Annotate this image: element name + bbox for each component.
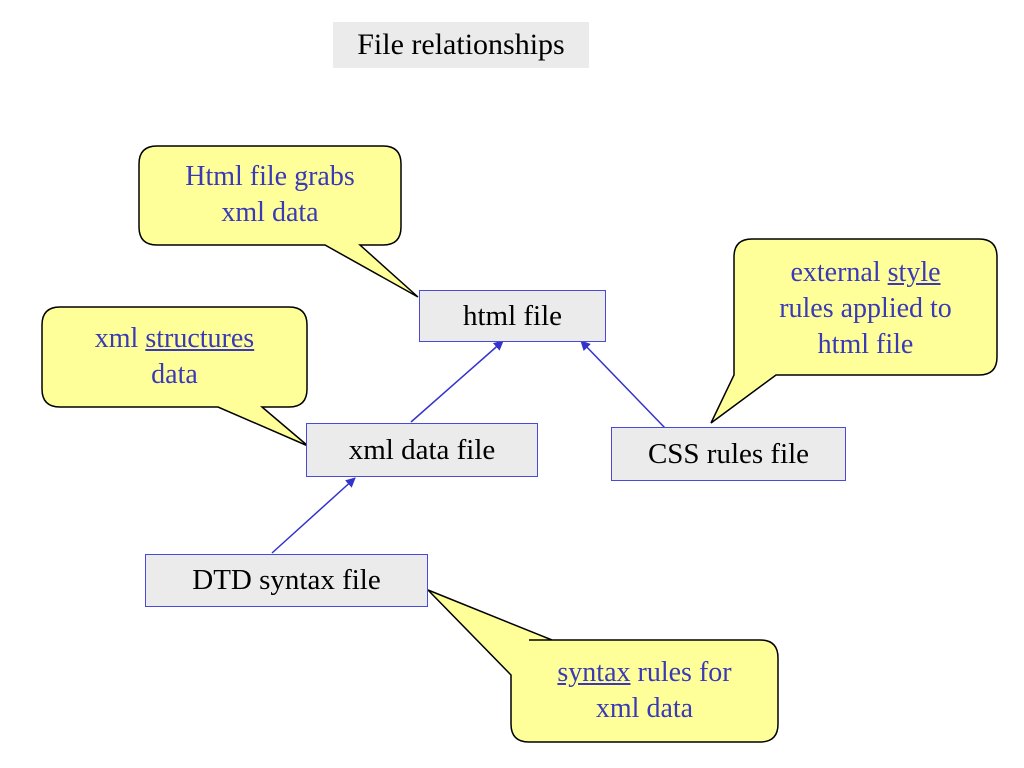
callout-html-grabs: Html file grabs xml data [139, 159, 401, 231]
callout-xml-structures-line1: xml structures [42, 321, 307, 357]
callout-css-style-line2: rules applied to [779, 293, 952, 324]
callout-html-grabs-line2: xml data [221, 197, 319, 228]
callout-xml-structures-pre: xml [94, 323, 146, 354]
arrow-xml-to-html [410, 340, 504, 423]
style-link[interactable]: style [887, 257, 941, 288]
dtd-syntax-file-box: DTD syntax file [145, 554, 428, 607]
callout-shape-xml-structures [41, 306, 309, 447]
xml-data-file-box: xml data file [306, 423, 538, 477]
callout-shape-html-grabs [138, 145, 419, 298]
callout-dtd-syntax-post: rules for [630, 657, 732, 688]
page-title: File relationships [333, 22, 589, 68]
arrow-dtd-to-xml [271, 477, 356, 554]
callout-html-grabs-line1: Html file grabs [185, 161, 355, 192]
callout-shape-css-style [710, 238, 998, 424]
callout-shape-dtd-syntax [427, 589, 779, 743]
callout-xml-structures-line2: data [151, 359, 198, 390]
callout-css-style: external style rules applied to html fil… [734, 255, 997, 363]
arrow-css-to-html [580, 340, 666, 429]
callout-dtd-syntax: syntax rules for xml data [511, 655, 778, 727]
css-rules-file-box: CSS rules file [611, 427, 846, 481]
callout-css-style-line3: html file [817, 329, 914, 360]
html-file-box: html file [419, 290, 606, 342]
callout-css-style-pre: external [790, 257, 888, 288]
callout-dtd-syntax-line1: syntax rules for [511, 655, 778, 691]
syntax-link[interactable]: syntax [557, 657, 631, 688]
callout-xml-structures: xml structures data [42, 321, 307, 393]
structures-link[interactable]: structures [145, 323, 255, 354]
callout-css-style-line1: external style [734, 255, 997, 291]
callout-dtd-syntax-line2: xml data [595, 693, 694, 724]
